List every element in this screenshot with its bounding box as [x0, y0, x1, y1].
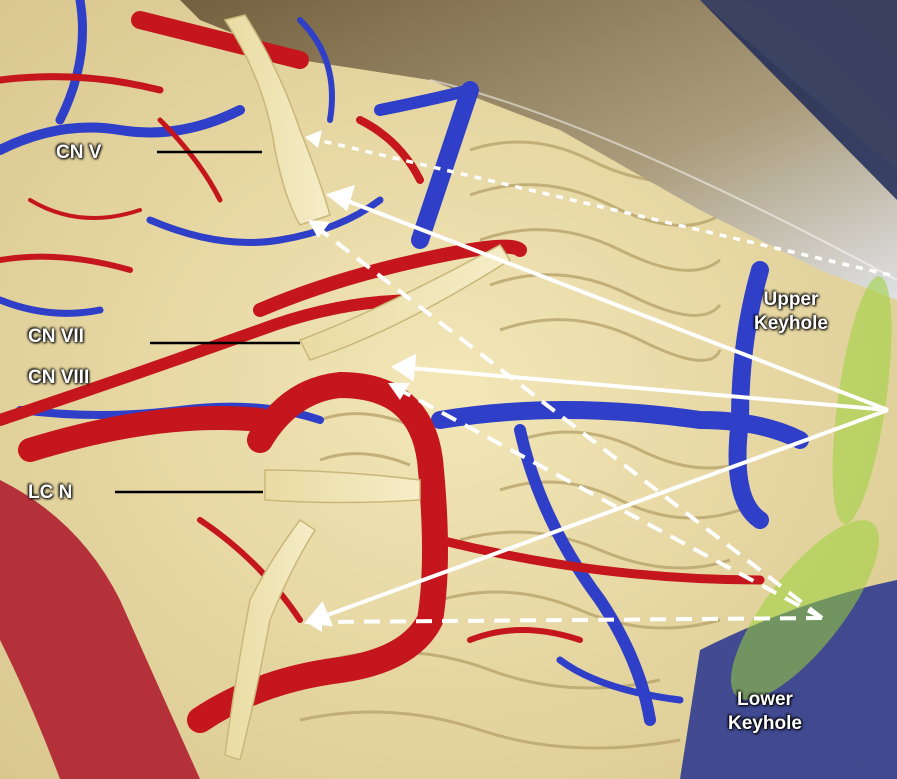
cranial-nerves: [223, 14, 512, 761]
arteries: [0, 11, 765, 733]
cn-v-label: CN V: [56, 142, 102, 163]
lower-keyhole-zone: [730, 520, 880, 700]
lower-keyhole-arrows: [316, 226, 824, 624]
upper-keyhole-label-line1: Upper: [763, 289, 819, 310]
upper-keyhole-arrows: [304, 184, 889, 627]
lc-n-label: LC N: [28, 482, 73, 503]
cn-viii-label: CN VIII: [28, 367, 90, 388]
lower-keyhole-label-line1: Lower: [736, 689, 793, 710]
upper-keyhole-label: Upper Keyhole: [754, 288, 828, 336]
lcn-lower-nerve: [224, 518, 317, 761]
cn-vii-viii-nerve: [298, 244, 512, 361]
cn-v-nerve: [223, 14, 331, 226]
large-artery-left: [0, 480, 200, 779]
lower-keyhole-label: Lower Keyhole: [728, 688, 802, 736]
upper-keyhole-label-line2: Keyhole: [754, 312, 828, 334]
lcn-nerve: [264, 469, 421, 504]
retracted-dura: [180, 0, 897, 300]
lower-keyhole-label-line2: Keyhole: [728, 712, 802, 734]
cn-vii-label: CN VII: [28, 326, 84, 347]
label-leader-lines: [115, 150, 300, 494]
